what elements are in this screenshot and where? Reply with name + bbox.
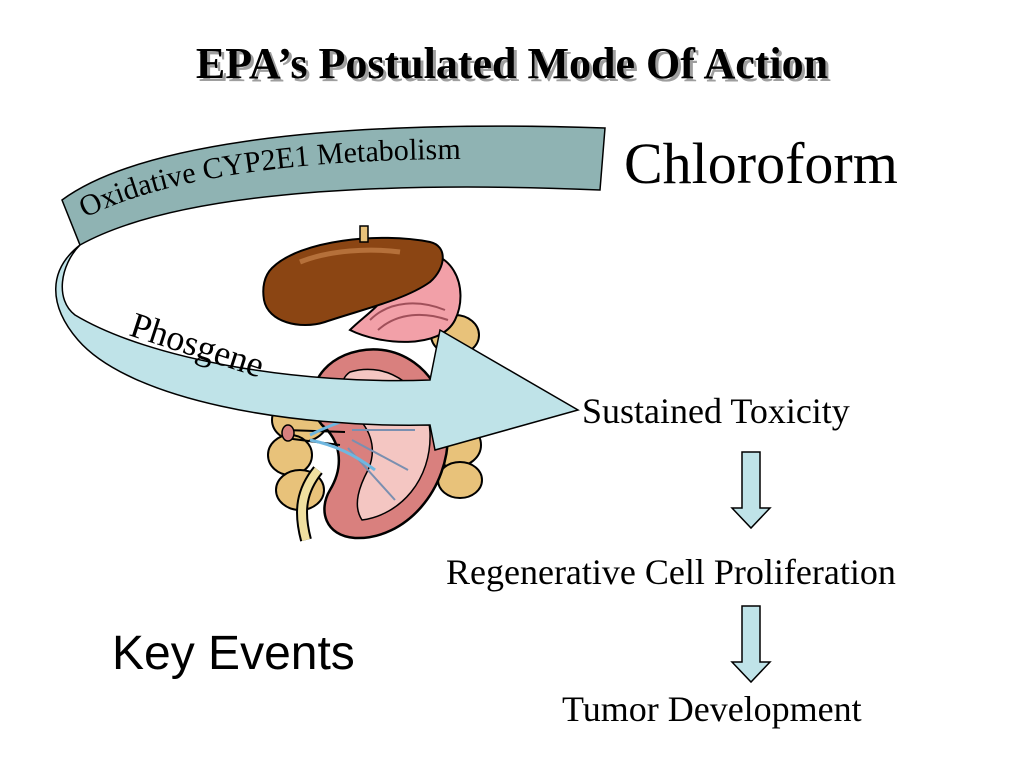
slide-title: EPA’s Postulated Mode Of Action xyxy=(195,39,829,88)
down-arrow-icon xyxy=(730,605,772,684)
event-sustained-toxicity: Sustained Toxicity xyxy=(582,391,850,431)
ribbon-back-band xyxy=(61,125,606,247)
ribbon-arrow xyxy=(55,244,580,451)
event-tumor-development: Tumor Development xyxy=(562,689,862,729)
key-events-label: Key Events xyxy=(112,627,355,680)
chemical-name: Chloroform xyxy=(624,131,898,196)
down-arrow-icon xyxy=(730,451,772,530)
event-regenerative-proliferation: Regenerative Cell Proliferation xyxy=(446,552,896,592)
